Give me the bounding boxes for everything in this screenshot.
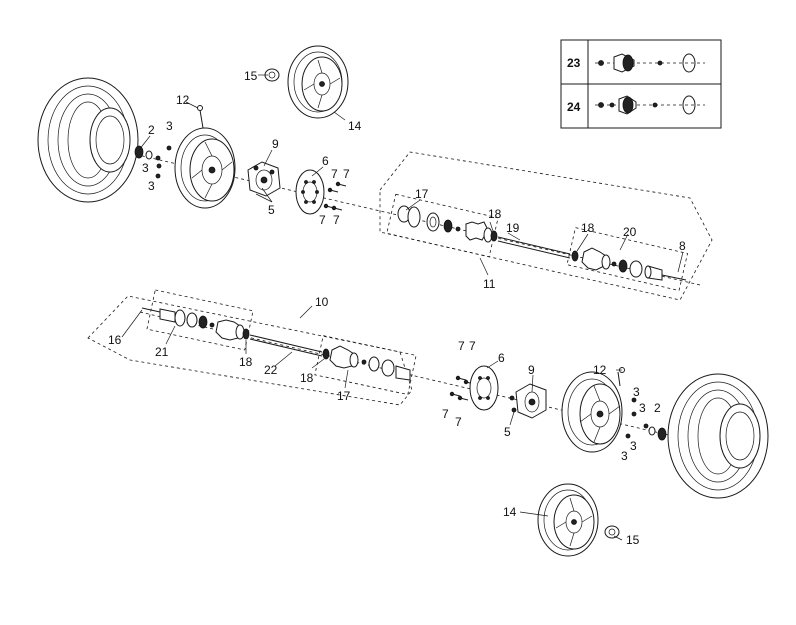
callout-22-bot: 22	[264, 363, 278, 377]
wheel-rim-bottom-icon	[537, 483, 599, 557]
callout-7-top-d: 7	[333, 213, 340, 227]
circlip-18-upper-b-icon	[571, 250, 579, 262]
callout-3-left-a: 3	[166, 119, 173, 133]
wheel-rim-lower-icon	[561, 367, 625, 453]
callout-3-left-c: 3	[148, 179, 155, 193]
callout-7-top-b: 7	[343, 167, 350, 181]
callout-18-bot-b: 18	[300, 371, 314, 385]
circlip-18-lower-b-icon	[322, 348, 330, 360]
boot-lower-a-icon	[215, 319, 245, 341]
callout-6-bot: 6	[498, 351, 505, 365]
cv-group-17-upper-outline	[386, 193, 499, 258]
cv-group-17-lower-outline	[314, 335, 417, 396]
cv-joint-lower-outer-icon	[361, 356, 411, 381]
bolt-set-upper-icon	[323, 181, 347, 211]
tire-right-icon	[667, 373, 769, 499]
callout-7-top-c: 7	[319, 213, 326, 227]
callout-12-left: 12	[176, 93, 190, 107]
callout-7-bot-c: 7	[442, 407, 449, 421]
cv-joint-lower-inner-icon	[141, 307, 215, 329]
drive-shaft-22-icon	[249, 334, 323, 357]
boot-upper-b-icon	[581, 247, 611, 271]
drive-shaft-19-icon	[497, 236, 571, 259]
boot-lower-b-icon	[329, 345, 359, 369]
callout-10-bot: 10	[315, 295, 329, 309]
cv-joint-upper-outer-icon	[611, 259, 687, 281]
hub-nut-right-icon	[625, 397, 667, 441]
callout-21-bot: 21	[155, 345, 169, 359]
shaft-assembly-24-icon	[595, 95, 705, 115]
callout-18-top-b: 18	[581, 221, 595, 235]
callout-7-bot-b: 7	[469, 339, 476, 353]
legend-label-24: 24	[567, 100, 581, 114]
callout-5-bot: 5	[504, 425, 511, 439]
callout-9-top: 9	[272, 137, 279, 151]
callout-3-left-b: 3	[142, 161, 149, 175]
callout-8-top: 8	[679, 239, 686, 253]
callout-2-bot: 2	[654, 401, 661, 415]
leader-lines	[121, 74, 684, 541]
callout-2-left: 2	[148, 123, 155, 137]
cv-group-20-outline	[566, 227, 689, 292]
cv-joint-upper-inner-icon	[397, 205, 461, 233]
hub-lower-icon	[509, 383, 547, 419]
tire-left-icon	[37, 77, 139, 203]
shaft-group-lower-outline	[87, 295, 413, 406]
brake-disc-lower-icon	[469, 365, 499, 411]
shaft-assembly-23-icon	[595, 53, 705, 73]
callout-12-bot: 12	[593, 363, 607, 377]
hub-upper-icon	[247, 161, 281, 197]
callout-16-bot: 16	[108, 333, 122, 347]
callout-5-top: 5	[268, 203, 275, 217]
hub-nut-left-icon	[134, 145, 172, 179]
callout-3-bot-c: 3	[630, 439, 637, 453]
callout-17-top: 17	[415, 187, 429, 201]
callout-9-bot: 9	[528, 363, 535, 377]
callout-labels: 2 3 3 3 12 15 14 9 6 7 7 7 7 5 17 18 19 …	[108, 69, 686, 547]
callout-18-bot-a: 18	[239, 355, 253, 369]
callout-14-bot: 14	[503, 505, 517, 519]
callout-3-bot-a: 3	[633, 385, 640, 399]
legend-box: 23 24	[560, 39, 722, 129]
callout-3-bot-b: 3	[639, 401, 646, 415]
callout-17-bot: 17	[337, 389, 351, 403]
callout-14-top: 14	[348, 119, 362, 133]
circlip-18-upper-a-icon	[490, 230, 498, 242]
callout-11-top: 11	[483, 277, 496, 291]
callout-15-bot: 15	[626, 533, 640, 547]
callout-7-bot-d: 7	[455, 415, 462, 429]
callout-20-top: 20	[623, 225, 637, 239]
callout-6-top: 6	[322, 154, 329, 168]
callout-15-top: 15	[244, 69, 258, 83]
hub-cap-bottom-icon	[604, 525, 620, 539]
callout-3-bot-d: 3	[621, 449, 628, 463]
callout-7-top-a: 7	[331, 167, 338, 181]
wheel-rim-left-icon	[174, 105, 236, 209]
brake-disc-upper-icon	[295, 169, 325, 215]
callout-18-top-a: 18	[488, 207, 502, 221]
wheel-rim-top-icon	[287, 45, 349, 119]
callout-19-top: 19	[506, 221, 520, 235]
shaft-group-upper-outline	[379, 151, 713, 301]
callout-7-bot-a: 7	[458, 339, 465, 353]
circlip-18-lower-a-icon	[242, 328, 250, 340]
legend-label-23: 23	[567, 56, 581, 70]
boot-upper-a-icon	[465, 221, 493, 243]
